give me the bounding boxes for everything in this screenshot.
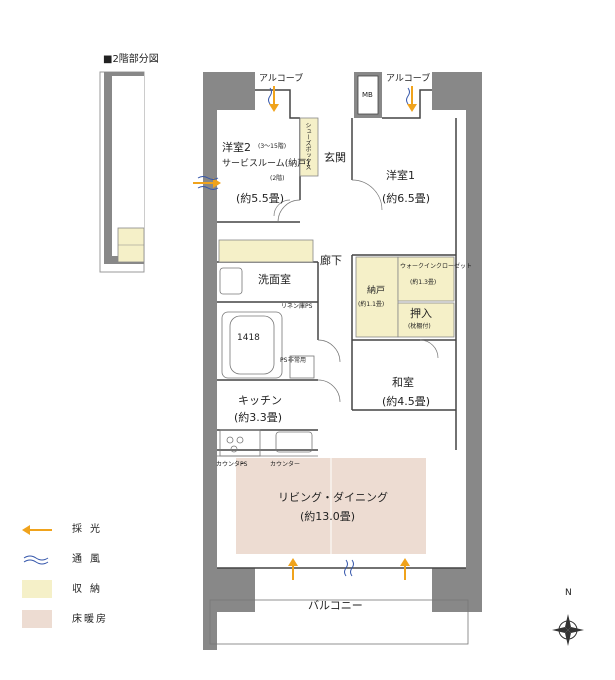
- nando-size: (約1.1畳): [358, 301, 385, 308]
- western1-size: (約6.5畳): [382, 192, 431, 205]
- ps-label-2: PS: [280, 357, 288, 364]
- daylight-arrows: [193, 86, 417, 580]
- legend-ventilation-label: 通風: [72, 554, 108, 565]
- legend-floor-heating-label: 床暖房: [72, 614, 108, 625]
- mb-label: MB: [362, 91, 373, 99]
- oshiire-note: (枕棚付): [408, 323, 431, 330]
- alcove-left-label: アルコーブ: [259, 74, 304, 84]
- fixtures: [209, 267, 469, 645]
- counter-label-1: カウンター: [216, 461, 247, 468]
- ps-label-1: PS: [305, 303, 313, 310]
- small-storage-label: 非常用: [288, 357, 307, 364]
- balcony-label: バルコニー: [308, 599, 363, 612]
- compass-icon: [552, 614, 584, 646]
- legend-storage-label: 収納: [72, 584, 108, 595]
- walkin-label: ウォークインクローゼット: [400, 263, 473, 270]
- partial-floor-title: ■2階部分図: [103, 54, 159, 65]
- walkin-size: (約1.3畳): [410, 279, 437, 286]
- ps-label-3: PS: [240, 461, 248, 468]
- oshiire-label: 押入: [410, 307, 432, 320]
- storage-areas: [218, 117, 455, 338]
- corridor-label: 廊下: [320, 254, 342, 267]
- door-swings: [273, 179, 439, 403]
- washroom-label: 洗面室: [258, 273, 291, 286]
- western2-label: 洋室2: [222, 141, 251, 154]
- outer-walls: [203, 72, 482, 650]
- shoes-box-label: シューズボックス: [304, 122, 311, 170]
- service-room-floor: (2階): [270, 175, 285, 182]
- mb-box: [357, 75, 379, 115]
- linen-label: リネン庫: [281, 303, 306, 310]
- alcove-right-label: アルコーブ: [386, 74, 431, 84]
- partial-floor-drawing: [99, 71, 145, 273]
- kitchen-size: (約3.3畳): [234, 411, 283, 424]
- ventilation-waves: [197, 87, 410, 577]
- washitsu-size: (約4.5畳): [382, 395, 431, 408]
- western1-label: 洋室1: [386, 169, 415, 182]
- compass-north-label: N: [565, 588, 572, 598]
- interior-walls: [217, 89, 466, 569]
- service-room-label: サービスルーム(納戸): [222, 159, 310, 169]
- legend-graphics: [22, 525, 52, 628]
- kitchen-label: キッチン: [238, 394, 282, 407]
- counter-label-2: カウンター: [270, 461, 301, 468]
- living-label: リビング・ダイニング: [278, 491, 388, 504]
- nando-label: 納戸: [367, 286, 386, 296]
- western2-size: (約5.5畳): [236, 192, 285, 205]
- washitsu-label: 和室: [392, 376, 414, 389]
- living-size: (約13.0畳): [300, 510, 356, 523]
- western2-floors: (3〜15階): [258, 143, 287, 150]
- legend-daylight-label: 採光: [72, 524, 108, 535]
- entrance-label: 玄関: [324, 151, 346, 164]
- bath-size: 1418: [237, 333, 260, 343]
